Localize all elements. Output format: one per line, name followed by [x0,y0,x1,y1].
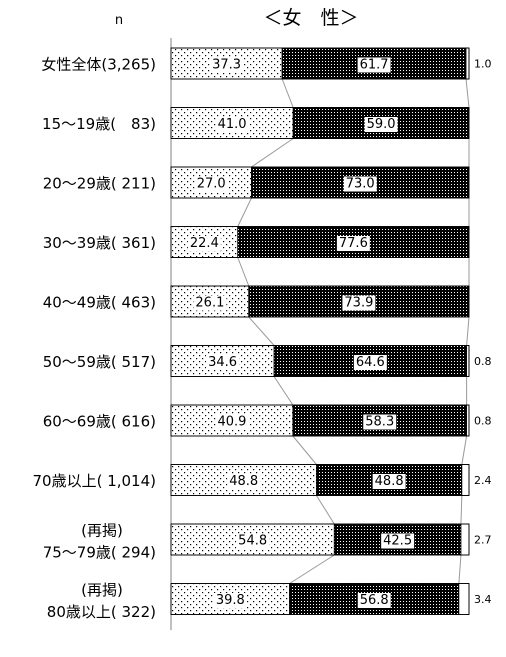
label-background [213,593,247,608]
value-label-series-1: 27.0 [197,177,226,192]
bar-outline-row-6 [170,345,470,377]
bar-outline-row-2 [170,107,470,139]
value-label-series-2: 58.3 [365,415,394,430]
value-label-series-1: 26.1 [195,296,224,311]
label-background [336,236,370,251]
connector-line [281,78,294,108]
connector-line [237,197,252,227]
bar-outline-row-10 [170,583,470,615]
connector-line [466,316,470,346]
label-background [357,593,391,608]
connector-lines [237,78,470,584]
chart-title: ＜女 性＞ [263,7,358,29]
value-label-series-2: 48.8 [375,474,404,489]
label-background [193,295,227,311]
category-label: (再掲) [81,522,123,540]
value-label-series-2: 73.9 [344,296,373,311]
bar-segment-3-row-1 [465,47,470,80]
category-label: 40～49歳( 463) [43,294,156,312]
value-label-series-1: 48.8 [229,474,258,489]
label-background [381,533,415,549]
label-background [353,355,387,370]
value-label-series-3: 2.7 [474,534,492,547]
category-label: 女性全体(3,265) [41,56,156,74]
label-background [363,414,397,430]
label-background [372,474,406,489]
label-background [210,57,244,73]
connector-line [292,435,317,465]
bar-segment-3-row-9 [460,523,470,556]
value-label-series-3: 3.4 [474,593,492,606]
value-label-series-3: 1.0 [474,58,492,71]
connector-line [458,554,462,584]
category-label: 30～39歳( 361) [43,234,156,252]
value-label-series-2: 61.7 [360,58,389,73]
value-label-series-2: 73.0 [346,177,375,192]
value-label-series-3: 0.8 [474,415,492,428]
value-label-series-2: 59.0 [367,117,396,132]
label-background [236,533,270,549]
value-label-series-1: 41.0 [218,117,247,132]
category-label: 60～69歳( 616) [43,413,156,431]
label-background [194,176,228,192]
connector-line [465,78,470,108]
label-background [215,414,249,430]
label-background [206,355,240,370]
connector-line [237,257,250,287]
connector-line [289,554,335,584]
value-label-series-1: 34.6 [208,355,237,370]
bar-segment-3-row-10 [458,583,470,615]
bar-outline-row-3 [170,166,470,199]
bar-outline-row-1 [170,47,470,80]
connector-line [316,495,335,525]
label-background [343,176,377,192]
category-labels: 女性全体(3,265) 15～19歳( 83) 20～29歳( 211) 30～39歳… [32,56,156,622]
value-label-series-1: 22.4 [190,236,219,251]
bars-group: 37.3 61.7 1.0 41.0 59.0 27.0 73.0 22.4 77.6 26.1 7… [170,47,492,615]
value-label-series-2: 77.6 [339,236,368,251]
value-label-series-3: 0.8 [474,355,492,368]
label-background [342,295,376,311]
label-background [215,117,249,132]
category-label: 20～29歳( 211) [43,175,156,193]
bar-outline-row-9 [170,523,470,556]
label-background [357,57,391,73]
connector-line [251,138,294,168]
value-label-series-1: 40.9 [217,415,246,430]
label-background [187,236,221,251]
category-label: 70歳以上( 1,014) [32,472,156,490]
label-background [364,117,398,132]
bar-outline-row-4 [170,226,470,258]
value-label-series-1: 39.8 [216,593,245,608]
value-label-series-1: 54.8 [238,534,267,549]
n-column-header: n [115,13,123,28]
value-label-series-3: 2.4 [474,474,492,487]
label-background [227,474,261,489]
category-label: 75～79歳( 294) [43,544,156,562]
value-label-series-2: 56.8 [360,593,389,608]
connector-line [460,495,463,525]
category-label: 15～19歳( 83) [42,115,156,133]
value-label-series-2: 64.6 [356,355,385,370]
bar-outline-row-7 [170,404,470,437]
value-label-series-2: 42.5 [383,534,412,549]
bar-outline-row-5 [170,285,470,318]
category-label: 50～59歳( 517) [43,353,156,371]
connector-line [248,316,275,346]
value-label-series-1: 37.3 [212,58,241,73]
connector-line [273,376,294,406]
bar-segment-3-row-8 [461,464,470,496]
bar-outline-row-8 [170,464,470,496]
connector-line [461,435,468,465]
category-label: 80歳以上( 322) [47,603,156,621]
category-label: (再掲) [81,581,123,599]
